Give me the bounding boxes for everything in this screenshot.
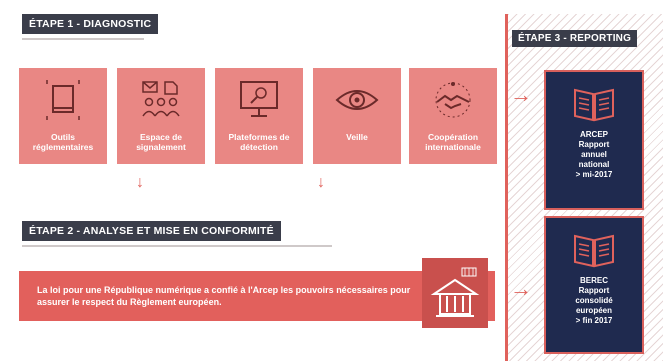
eye-icon (335, 80, 379, 120)
tile-label: Outils réglementaires (32, 132, 94, 152)
report-line2: consolidé (575, 296, 613, 305)
step1-title: ÉTAPE 1 - DIAGNOSTIC (22, 14, 159, 34)
report-card-arcep: ARCEP Rapport annuel national > mi-2017 (544, 70, 644, 210)
tile-veille: Veille (313, 68, 401, 164)
tile-label: Espace de signalement (136, 132, 186, 152)
step2-text: La loi pour une République numérique a c… (37, 285, 411, 307)
tile-plateformes-detection: Plateformes de détection (215, 68, 303, 164)
institution-icon-box (422, 258, 488, 328)
report-line2: annuel (581, 150, 607, 159)
tile-outils-reglementaires: Outils réglementaires (19, 68, 107, 164)
step1-underline (22, 38, 144, 40)
step2-banner: La loi pour une République numérique a c… (19, 271, 495, 321)
report-line1: Rapport (578, 140, 610, 149)
step3-title: ÉTAPE 3 - REPORTING (512, 30, 638, 47)
book-icon (41, 80, 85, 120)
report-line1: Rapport (578, 286, 610, 295)
report-text: BEREC Rapport consolidé européen > fin 2… (575, 276, 612, 326)
tile-espace-signalement: Espace de signalement (117, 68, 205, 164)
report-line3: européen (575, 306, 612, 315)
arrow-right-icon: → (510, 276, 532, 301)
tile-label: Plateformes de détection (228, 132, 290, 152)
arrow-right-icon: → (510, 82, 532, 107)
step2-underline (22, 245, 332, 247)
tile-label: Coopération internationale (425, 132, 481, 152)
report-date: > fin 2017 (575, 316, 613, 325)
report-card-berec: BEREC Rapport consolidé européen > fin 2… (544, 216, 644, 354)
report-date: > mi-2017 (575, 170, 613, 179)
column-separator (505, 14, 508, 361)
report-org: BEREC (579, 276, 608, 285)
tile-cooperation-internationale: Coopération internationale (409, 68, 497, 164)
tile-label: Veille (346, 132, 368, 142)
handshake-icon (431, 80, 475, 120)
down-arrow-icon: ↓ (317, 174, 325, 191)
people-envelope-icon (139, 80, 183, 120)
open-book-icon (574, 88, 614, 122)
open-book-icon (574, 234, 614, 268)
step2-title: ÉTAPE 2 - ANALYSE ET MISE EN CONFORMITÉ (22, 221, 281, 241)
down-arrow-icon: ↓ (136, 174, 144, 191)
monitor-magnifier-icon (237, 80, 281, 120)
institution-building-icon (430, 267, 480, 317)
report-org: ARCEP (579, 130, 608, 139)
report-line3: national (578, 160, 610, 169)
report-text: ARCEP Rapport annuel national > mi-2017 (576, 130, 613, 180)
